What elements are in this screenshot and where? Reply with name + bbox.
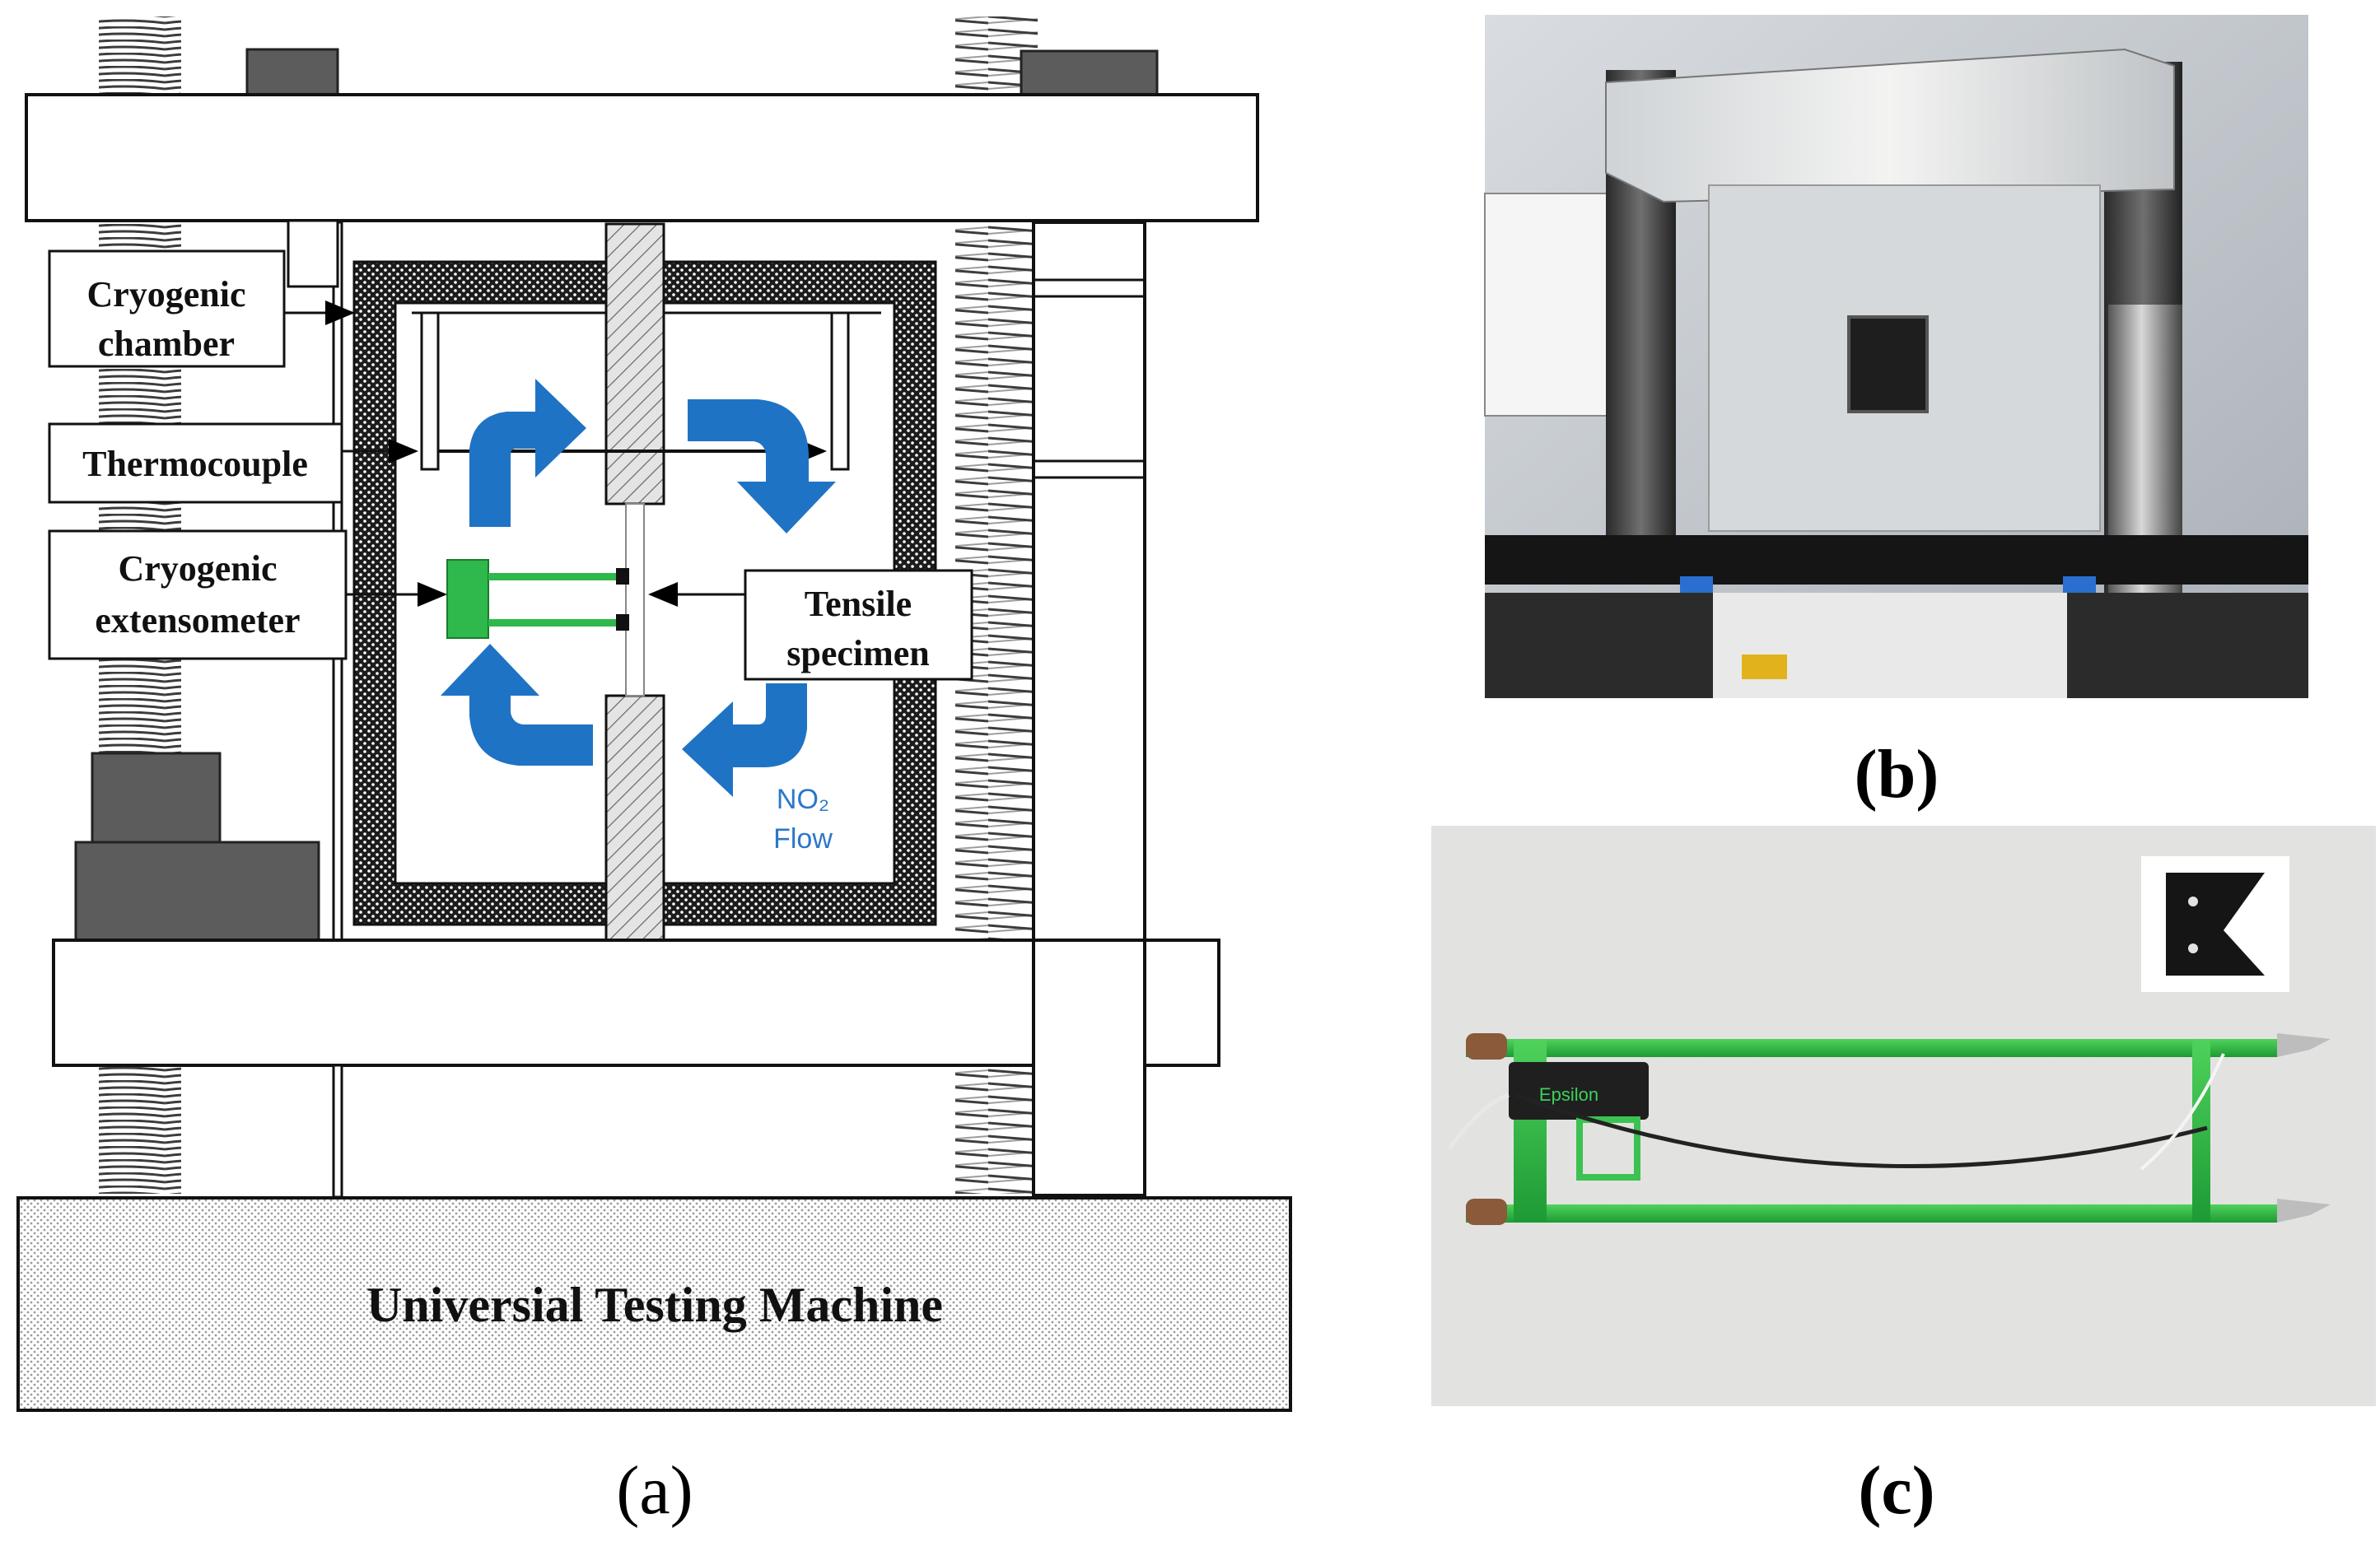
label-universal-testing-machine: Universial Testing Machine [366,1278,943,1332]
flow-arrow-bottom-right [682,683,807,797]
flow-arrow-bottom-left [441,644,593,766]
flow-arrow-top-left [469,379,586,527]
universal-testing-machine-base [16,1196,1292,1412]
top-left-nut [245,48,339,96]
flow-arrow-top-right [688,399,836,533]
caption-a: (a) [616,1452,693,1529]
label-flow: Flow [773,823,833,855]
extensometer-arm-bottom [488,619,624,627]
extensometer-tip-bottom [616,614,629,631]
panel-b-photo: (b) [1484,15,2308,813]
right-column-lower [1032,939,1146,1197]
label-cryogenic-extensometer-line1: Cryogenic [118,548,277,589]
photo-b-chamber-window [1847,315,1929,413]
panel-c-photo: Epsilon (c) [1431,826,2376,1529]
label-cryogenic-extensometer-line2: extensometer [95,600,300,641]
top-right-nut [1020,49,1159,98]
label-cryogenic-chamber-line2: chamber [98,324,235,364]
photo-c-arm-top [1466,1039,2277,1057]
label-box-thermocouple [48,422,343,504]
label-box-cryogenic-chamber [48,249,286,368]
label-thermocouple: Thermocouple [82,444,308,484]
label-box-cryogenic-extensometer [48,529,348,660]
tensile-specimen [625,503,645,696]
lower-crosshead [52,939,1220,1067]
caption-b: (b) [1855,736,1939,813]
label-cryogenic-chamber-line1: Cryogenic [86,274,245,314]
label-tensile-specimen-line1: Tensile [805,584,912,624]
photo-b-crosshead [1605,48,2175,203]
left-column-clamp [287,219,339,288]
extensometer-tip-top [616,568,629,585]
lower-grip [604,694,665,944]
flow-arrows [441,379,836,797]
top-crosshead [25,93,1259,222]
chamber-rod-right [830,311,850,471]
caption-c: (c) [1858,1452,1934,1529]
panel-a-schematic: Cryogenic chamber Thermocouple Cryogenic… [16,16,1292,1529]
extensometer-body [446,559,489,639]
extensometer-arm-top [488,573,624,580]
lower-left-nut [74,841,320,943]
photo-c-arm-bottom [1466,1204,2277,1223]
lower-left-nut-upper [91,752,222,844]
upper-grip [604,222,665,505]
label-tensile-specimen-line2: specimen [786,633,930,673]
label-flow-gas: NO₂ [777,784,829,815]
label-box-tensile-specimen [744,569,973,681]
photo-c-brand: Epsilon [1539,1084,1598,1105]
chamber-rod-left [420,311,440,471]
